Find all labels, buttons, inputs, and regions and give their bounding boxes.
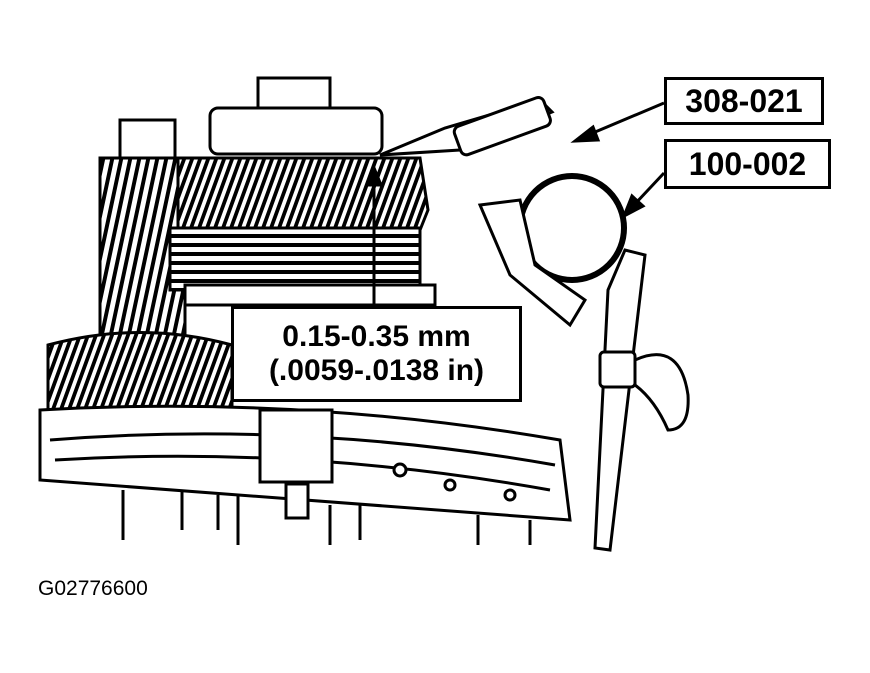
measurement-arrow xyxy=(364,164,384,310)
tool-number-label: 100-002 xyxy=(688,145,807,182)
tool-callout-308-021: 308-021 xyxy=(664,77,824,125)
tool-callout-100-002: 100-002 xyxy=(664,139,831,189)
tool-leader-arrows xyxy=(570,101,666,220)
tool-number-label: 308-021 xyxy=(685,82,803,119)
spec-imperial: (.0059-.0138 in) xyxy=(268,354,485,387)
figure-id: G02776600 xyxy=(38,577,148,600)
shaft-top xyxy=(208,76,384,156)
clearance-specification: 0.15-0.35 mm (.0059-.0138 in) xyxy=(231,306,522,402)
dial-indicator-assembly xyxy=(379,95,690,552)
spec-metric: 0.15-0.35 mm xyxy=(282,320,471,353)
cluster-gear-left xyxy=(98,118,187,360)
main-gear-upper xyxy=(168,156,437,307)
transmission-case xyxy=(38,404,572,545)
